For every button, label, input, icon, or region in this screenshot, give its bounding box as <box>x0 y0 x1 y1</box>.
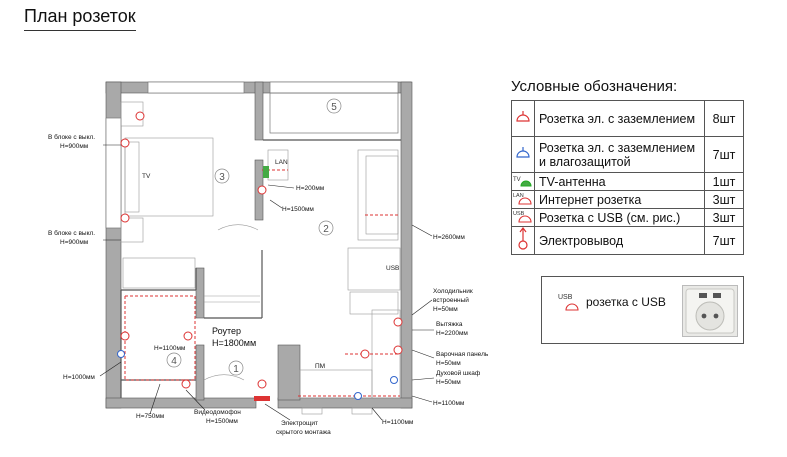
note-fridge-2: встроенный <box>433 296 469 304</box>
tv-mark <box>263 166 269 178</box>
power-outlet-icon <box>518 227 528 250</box>
wiring <box>124 169 400 397</box>
legend-prefix: USB <box>513 211 525 217</box>
annotations: В блоке с выкл. H=900мм В блоке с выкл. … <box>48 133 489 436</box>
note-router-1: Роутер <box>212 326 241 336</box>
note-h2600: H=2600мм <box>433 234 465 241</box>
usb-socket-box: USB розетка с USB <box>541 276 744 344</box>
legend-row: LAN Интернет розетка 3шт <box>511 190 744 209</box>
leader-lines <box>99 144 435 421</box>
room-number-3: 3 <box>219 172 225 183</box>
legend-row: Розетка эл. с заземлением и влагозащитой… <box>511 136 744 173</box>
note-hood-2: H=2200мм <box>436 330 468 337</box>
legend-table: Розетка эл. с заземлением 8шт Розетка эл… <box>511 100 744 255</box>
legend-row: TV TV-антенна 1шт <box>511 172 744 191</box>
note-oven-1: Духовой шкаф <box>436 369 481 377</box>
legend-prefix: LAN <box>513 193 524 199</box>
note-oven-2: H=50мм <box>436 379 461 386</box>
usb-socket-icon: USB <box>558 294 579 311</box>
balcony <box>269 92 399 134</box>
note-h900-1: H=900мм <box>60 143 89 150</box>
legend-prefix: TV <box>513 177 521 183</box>
note-pm: ПМ <box>315 363 325 370</box>
note-block-1: В блоке с выкл. <box>48 133 95 141</box>
plan-label-usb: USB <box>386 265 399 272</box>
note-panel-2: скрытого монтажа <box>276 429 331 436</box>
legend-count: 8шт <box>704 100 744 137</box>
tv-socket-icon: TV <box>513 177 532 187</box>
floor-plan: 1 2 3 4 5 LAN USB TV В блоке с выкл. H=9… <box>48 81 489 436</box>
note-fridge-3: H=50мм <box>433 306 458 313</box>
outlet-markers <box>120 111 403 401</box>
note-h1100-a: H=1100мм <box>154 345 186 352</box>
lan-socket-icon: LAN <box>513 193 532 205</box>
note-intercom-2: H=1500мм <box>206 418 238 425</box>
legend-row: USB Розетка с USB (см. рис.) 3шт <box>511 208 744 227</box>
legend-row: Электровывод 7шт <box>511 226 744 255</box>
usb-socket-icon: USB <box>513 211 532 223</box>
furniture <box>120 101 401 415</box>
note-fridge-1: Холодильник <box>433 288 473 295</box>
note-intercom-1: Видеодомофон <box>194 409 241 416</box>
legend-count: 7шт <box>704 226 744 255</box>
wet-outlets <box>117 350 398 400</box>
socket-ground-red-icon <box>516 111 530 122</box>
interior-walls <box>120 139 401 398</box>
note-hob-1: Варочная панель <box>436 351 489 358</box>
note-h1100-b: H=1100мм <box>433 400 465 407</box>
plan-label-tv: TV <box>142 173 151 180</box>
room-number-1: 1 <box>233 364 239 375</box>
legend-label: Интернет розетка <box>534 190 705 209</box>
legend-count: 7шт <box>704 136 744 173</box>
usb-socket-label: розетка с USB <box>586 295 666 309</box>
room-number-2: 2 <box>323 224 329 235</box>
note-h900-2: H=900мм <box>60 239 89 246</box>
note-h1000: H=1000мм <box>63 374 95 381</box>
legend-label: Розетка эл. с заземлением <box>534 100 705 137</box>
note-h1500: H=1500мм <box>282 206 314 213</box>
router-note: Роутер H=1800мм <box>212 326 256 348</box>
note-h200: H=200мм <box>296 185 325 192</box>
legend-title: Условные обозначения: <box>511 78 678 95</box>
page-title: План розеток <box>24 6 136 31</box>
usb-socket-picture-icon <box>685 288 735 334</box>
legend-label: TV-антенна <box>534 172 705 191</box>
legend-label: Розетка с USB (см. рис.) <box>534 208 705 227</box>
walls <box>105 81 413 409</box>
socket-ground-blue-icon <box>516 147 530 158</box>
note-h1100-c: H=1100мм <box>382 419 414 426</box>
legend-row: Розетка эл. с заземлением 8шт <box>511 100 744 137</box>
note-panel-1: Электрощит <box>281 420 318 427</box>
legend-label: Розетка эл. с заземлением и влагозащитой <box>534 136 705 173</box>
usb-socket-photo <box>682 285 738 337</box>
usb-box-prefix: USB <box>558 294 573 301</box>
note-block-2: В блоке с выкл. <box>48 229 95 237</box>
note-h750: H=750мм <box>136 413 165 420</box>
plan-label-lan: LAN <box>275 159 288 166</box>
room-number-5: 5 <box>331 102 337 113</box>
legend-count: 3шт <box>704 190 744 209</box>
room-number-4: 4 <box>171 356 177 367</box>
note-router-2: H=1800мм <box>212 338 256 348</box>
note-hood-1: Вытяжка <box>436 321 463 328</box>
room-numbers <box>166 98 342 376</box>
legend-count: 3шт <box>704 208 744 227</box>
legend-label: Электровывод <box>534 226 705 255</box>
windows <box>105 81 399 229</box>
legend-count: 1шт <box>704 172 744 191</box>
note-hob-2: H=50мм <box>436 360 461 367</box>
